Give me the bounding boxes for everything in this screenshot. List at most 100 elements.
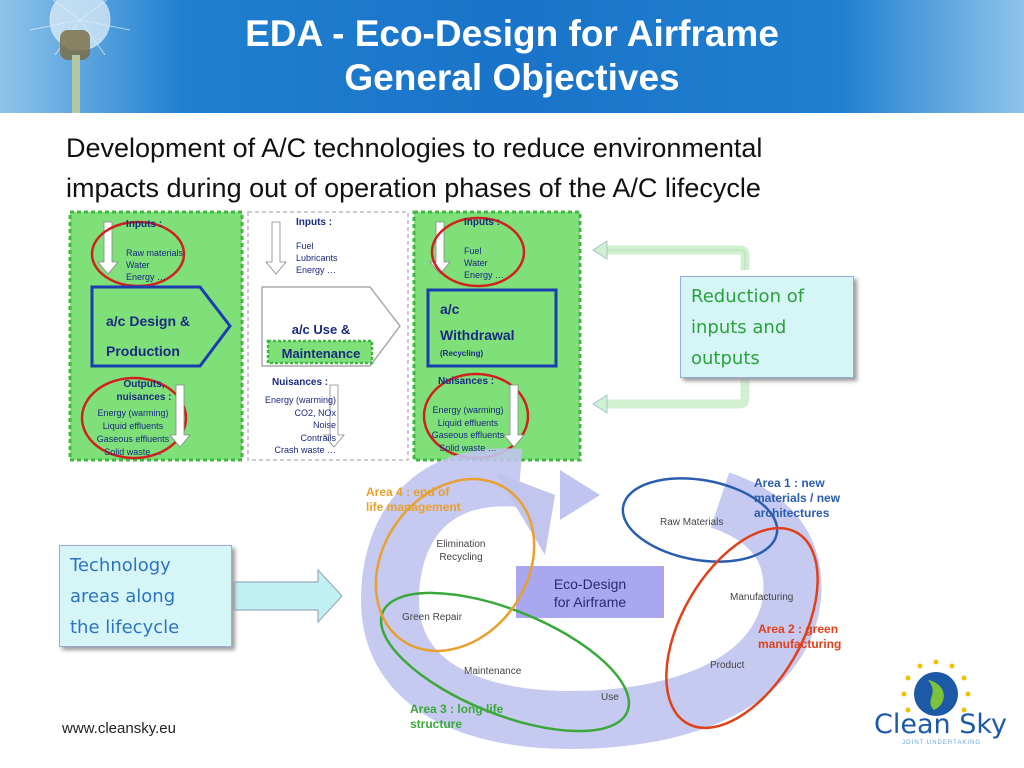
reduction-line-3: outputs	[691, 348, 760, 369]
list-item: Fuel	[464, 246, 482, 256]
panel2-box-line1: a/c Use &	[291, 322, 351, 337]
area4-line-2: life management	[366, 500, 461, 514]
area2-line-1: Area 2 : green	[758, 622, 839, 636]
reduction-arrows	[592, 240, 750, 414]
list-item: Liquid effluents	[102, 421, 164, 431]
technology-line-1: Technology	[70, 555, 171, 576]
area4-label: Area 4 : end of life management	[366, 485, 461, 515]
design-production-box	[90, 285, 232, 368]
area3-line-1: Area 3 : long life	[410, 702, 504, 716]
technology-callout: Technology areas along the lifecycle	[59, 545, 232, 647]
panel1-outputs-list: Energy (warming) Liquid effluents Gaseou…	[84, 407, 182, 459]
stage-green-repair: Green Repair	[402, 612, 463, 623]
stage-raw-materials: Raw Materials	[660, 517, 724, 528]
panel3-inputs-list: Fuel Water Energy …	[464, 245, 504, 281]
withdrawal-box	[426, 288, 558, 368]
page-subtitle-heading: General Objectives	[344, 57, 680, 98]
panel3-box-line3: (Recycling)	[440, 349, 484, 358]
panel2-nuisances-title: Nuisances :	[272, 377, 329, 388]
stage-maintenance: Maintenance	[464, 666, 522, 677]
reduction-line-1: Reduction of	[691, 286, 805, 307]
list-item: Energy (warming)	[264, 395, 336, 405]
panel3-box-line1: a/c	[440, 301, 460, 317]
technology-line-3: the lifecycle	[70, 617, 180, 638]
list-item: Lubricants	[296, 253, 338, 263]
area3-ellipse	[379, 591, 631, 733]
area4-line-1: Area 4 : end of	[366, 485, 450, 499]
objective-text: Development of A/C technologies to reduc…	[66, 128, 966, 208]
list-item: Energy …	[464, 270, 505, 280]
panel3-inputs-title: Inputs :	[464, 217, 501, 228]
panel1-outputs-title: Outputs, nuisances :	[112, 378, 176, 404]
area2-label: Area 2 : green manufacturing	[758, 622, 841, 652]
list-item: Contrails	[300, 432, 336, 443]
technology-line-2: areas along	[70, 586, 176, 607]
panel2-nuisances-list: Energy (warming) CO2, NOx Noise Contrail…	[252, 394, 336, 457]
eco-design-cycle	[360, 448, 822, 750]
stage-manufacturing: Manufacturing	[730, 592, 794, 603]
list-item: Crash waste …	[274, 445, 336, 455]
panel-withdrawal	[412, 210, 582, 462]
stage-elimination-recycling: Elimination Recycling	[428, 538, 494, 564]
area1-line-3: architectures	[754, 506, 830, 520]
area2-ellipse	[665, 526, 819, 730]
panel2-inputs-title: Inputs :	[296, 217, 333, 228]
panel-design-production	[68, 210, 244, 462]
panel1-inputs-title: Inputs :	[126, 219, 163, 230]
area1-label: Area 1 : new materials / new architectur…	[754, 476, 840, 521]
list-item: Solid waste …	[439, 442, 497, 453]
objective-line-1: Development of A/C technologies to reduc…	[66, 133, 763, 163]
list-item: Noise	[312, 420, 336, 430]
clean-sky-logo	[901, 659, 971, 716]
area2-line-2: manufacturing	[758, 637, 842, 651]
area4-ellipse	[374, 477, 536, 653]
area1-ellipse	[621, 477, 779, 563]
panel1-outputs-title-line1: Outputs,	[123, 379, 165, 390]
eco-design-center-label: Eco-Design for Airframe	[516, 575, 664, 611]
area3-label: Area 3 : long life structure	[410, 702, 503, 732]
list-item: Energy …	[126, 272, 167, 282]
list-item: Fuel	[296, 241, 314, 251]
dandelion-image	[29, 0, 131, 113]
logo-subtext: JOINT UNDERTAKING	[902, 740, 982, 746]
panel1-box-line1: a/c Design &	[106, 313, 191, 329]
panel3-nuisances-title: Nuisances :	[438, 376, 495, 387]
reduction-callout: Reduction of inputs and outputs	[680, 276, 854, 378]
maintenance-highlight	[266, 339, 374, 365]
list-item: Energy (warming)	[97, 408, 169, 418]
list-item: Gaseous effluents	[96, 434, 170, 444]
panel1-box-label: a/c Design & Production	[106, 306, 190, 366]
stage-product: Product	[710, 660, 745, 671]
panel2-box-line2: Maintenance	[281, 346, 361, 361]
list-item: Raw materials	[126, 248, 184, 258]
panel2-box-label: a/c Use & Maintenance	[272, 318, 370, 366]
panel1-outputs-title-line2: nuisances :	[116, 392, 172, 403]
footer-url-link[interactable]: www.cleansky.eu	[62, 720, 176, 737]
list-item: Energy (warming)	[432, 405, 504, 415]
page-title: EDA - Eco-Design for Airframe	[245, 13, 779, 54]
eco-design-center-box	[516, 566, 664, 618]
panel1-inputs-list: Raw materials Water Energy …	[126, 247, 183, 283]
panel3-box-label: a/c Withdrawal (Recycling)	[440, 296, 515, 360]
list-item: Gaseous effluents	[431, 430, 505, 440]
center-line-2: for Airframe	[553, 594, 627, 610]
panel3-nuisances-list: Energy (warming) Liquid effluents Gaseou…	[422, 404, 514, 454]
list-item: Water	[464, 258, 488, 268]
list-item: Liquid effluents	[437, 417, 499, 428]
panel2-inputs-list: Fuel Lubricants Energy …	[296, 240, 338, 276]
panel-use-maintenance	[247, 211, 409, 461]
list-item: Energy …	[296, 265, 337, 275]
area1-line-2: materials / new	[754, 491, 841, 505]
stage-use: Use	[601, 692, 619, 703]
logo-text: Clean Sky	[874, 709, 1007, 740]
outputs-highlight-circle	[80, 376, 188, 460]
panel1-box-line2: Production	[106, 343, 180, 359]
objective-line-2: impacts during out of operation phases o…	[66, 173, 761, 203]
panel3-box-line2: Withdrawal	[440, 327, 515, 343]
title-banner: EDA - Eco-Design for Airframe General Ob…	[0, 0, 1024, 113]
list-item: Solid waste …	[104, 447, 162, 457]
area3-line-2: structure	[410, 717, 463, 731]
reduction-line-2: inputs and	[691, 317, 787, 338]
technology-arrow	[233, 568, 343, 624]
